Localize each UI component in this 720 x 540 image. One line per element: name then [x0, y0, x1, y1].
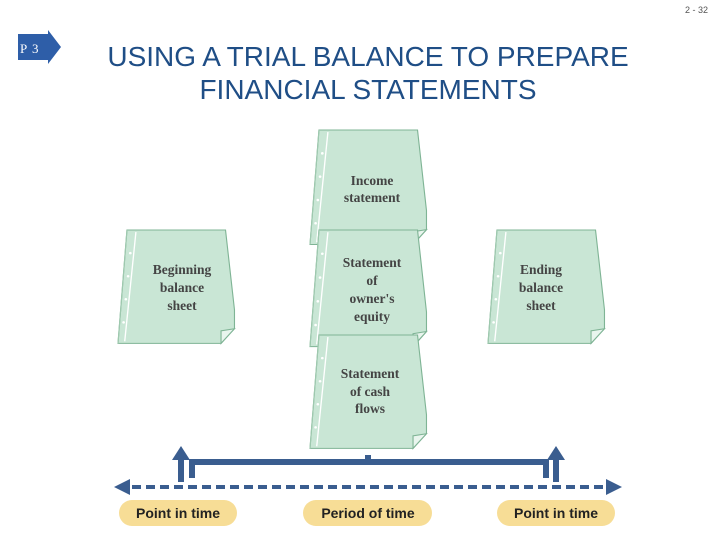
timeline-left-arrowhead-icon [114, 479, 130, 495]
title-line-1: USING A TRIAL BALANCE TO PREPARE [107, 41, 629, 72]
objective-badge: P 3 [20, 41, 40, 56]
ending-label-line-1: Ending [520, 262, 562, 277]
right-point-in-time-pill: Point in time [497, 500, 615, 526]
owners-label-line-4: equity [354, 309, 390, 324]
income-label-line-1: Income [351, 173, 394, 188]
beginning-label-line-1: Beginning [153, 262, 212, 277]
beginning-label-line-2: balance [160, 280, 204, 295]
beginning-label-line-3: sheet [167, 298, 197, 313]
left-point-in-time-pill: Point in time [119, 500, 237, 526]
cash-label-line-2: of cash [350, 384, 391, 399]
objective-arrow-icon [18, 30, 61, 64]
title-line-2: FINANCIAL STATEMENTS [199, 74, 537, 105]
left-point-in-time-label: Point in time [136, 505, 220, 521]
period-bracket [189, 455, 549, 478]
timeline-right-arrowhead-icon [606, 479, 622, 495]
right-point-in-time-label: Point in time [514, 505, 598, 521]
period-of-time-pill: Period of time [303, 500, 432, 526]
owners-label-line-3: owner's [350, 291, 395, 306]
owners-label-line-1: Statement [343, 255, 402, 270]
ending-label-line-2: balance [519, 280, 563, 295]
left-point-arrow-icon [172, 446, 190, 482]
period-of-time-label: Period of time [321, 505, 415, 521]
right-point-arrow-icon [547, 446, 565, 482]
owners-equity-document [309, 229, 428, 348]
cash-label-line-1: Statement [341, 366, 400, 381]
cash-label-line-3: flows [355, 401, 385, 416]
slide-title: USING A TRIAL BALANCE TO PREPARE FINANCI… [88, 40, 648, 106]
owners-label-line-2: of [366, 273, 378, 288]
income-label-line-2: statement [344, 190, 401, 205]
ending-label-line-3: sheet [526, 298, 556, 313]
timeline-axis [114, 479, 622, 495]
page-number: 2 - 32 [684, 5, 708, 15]
